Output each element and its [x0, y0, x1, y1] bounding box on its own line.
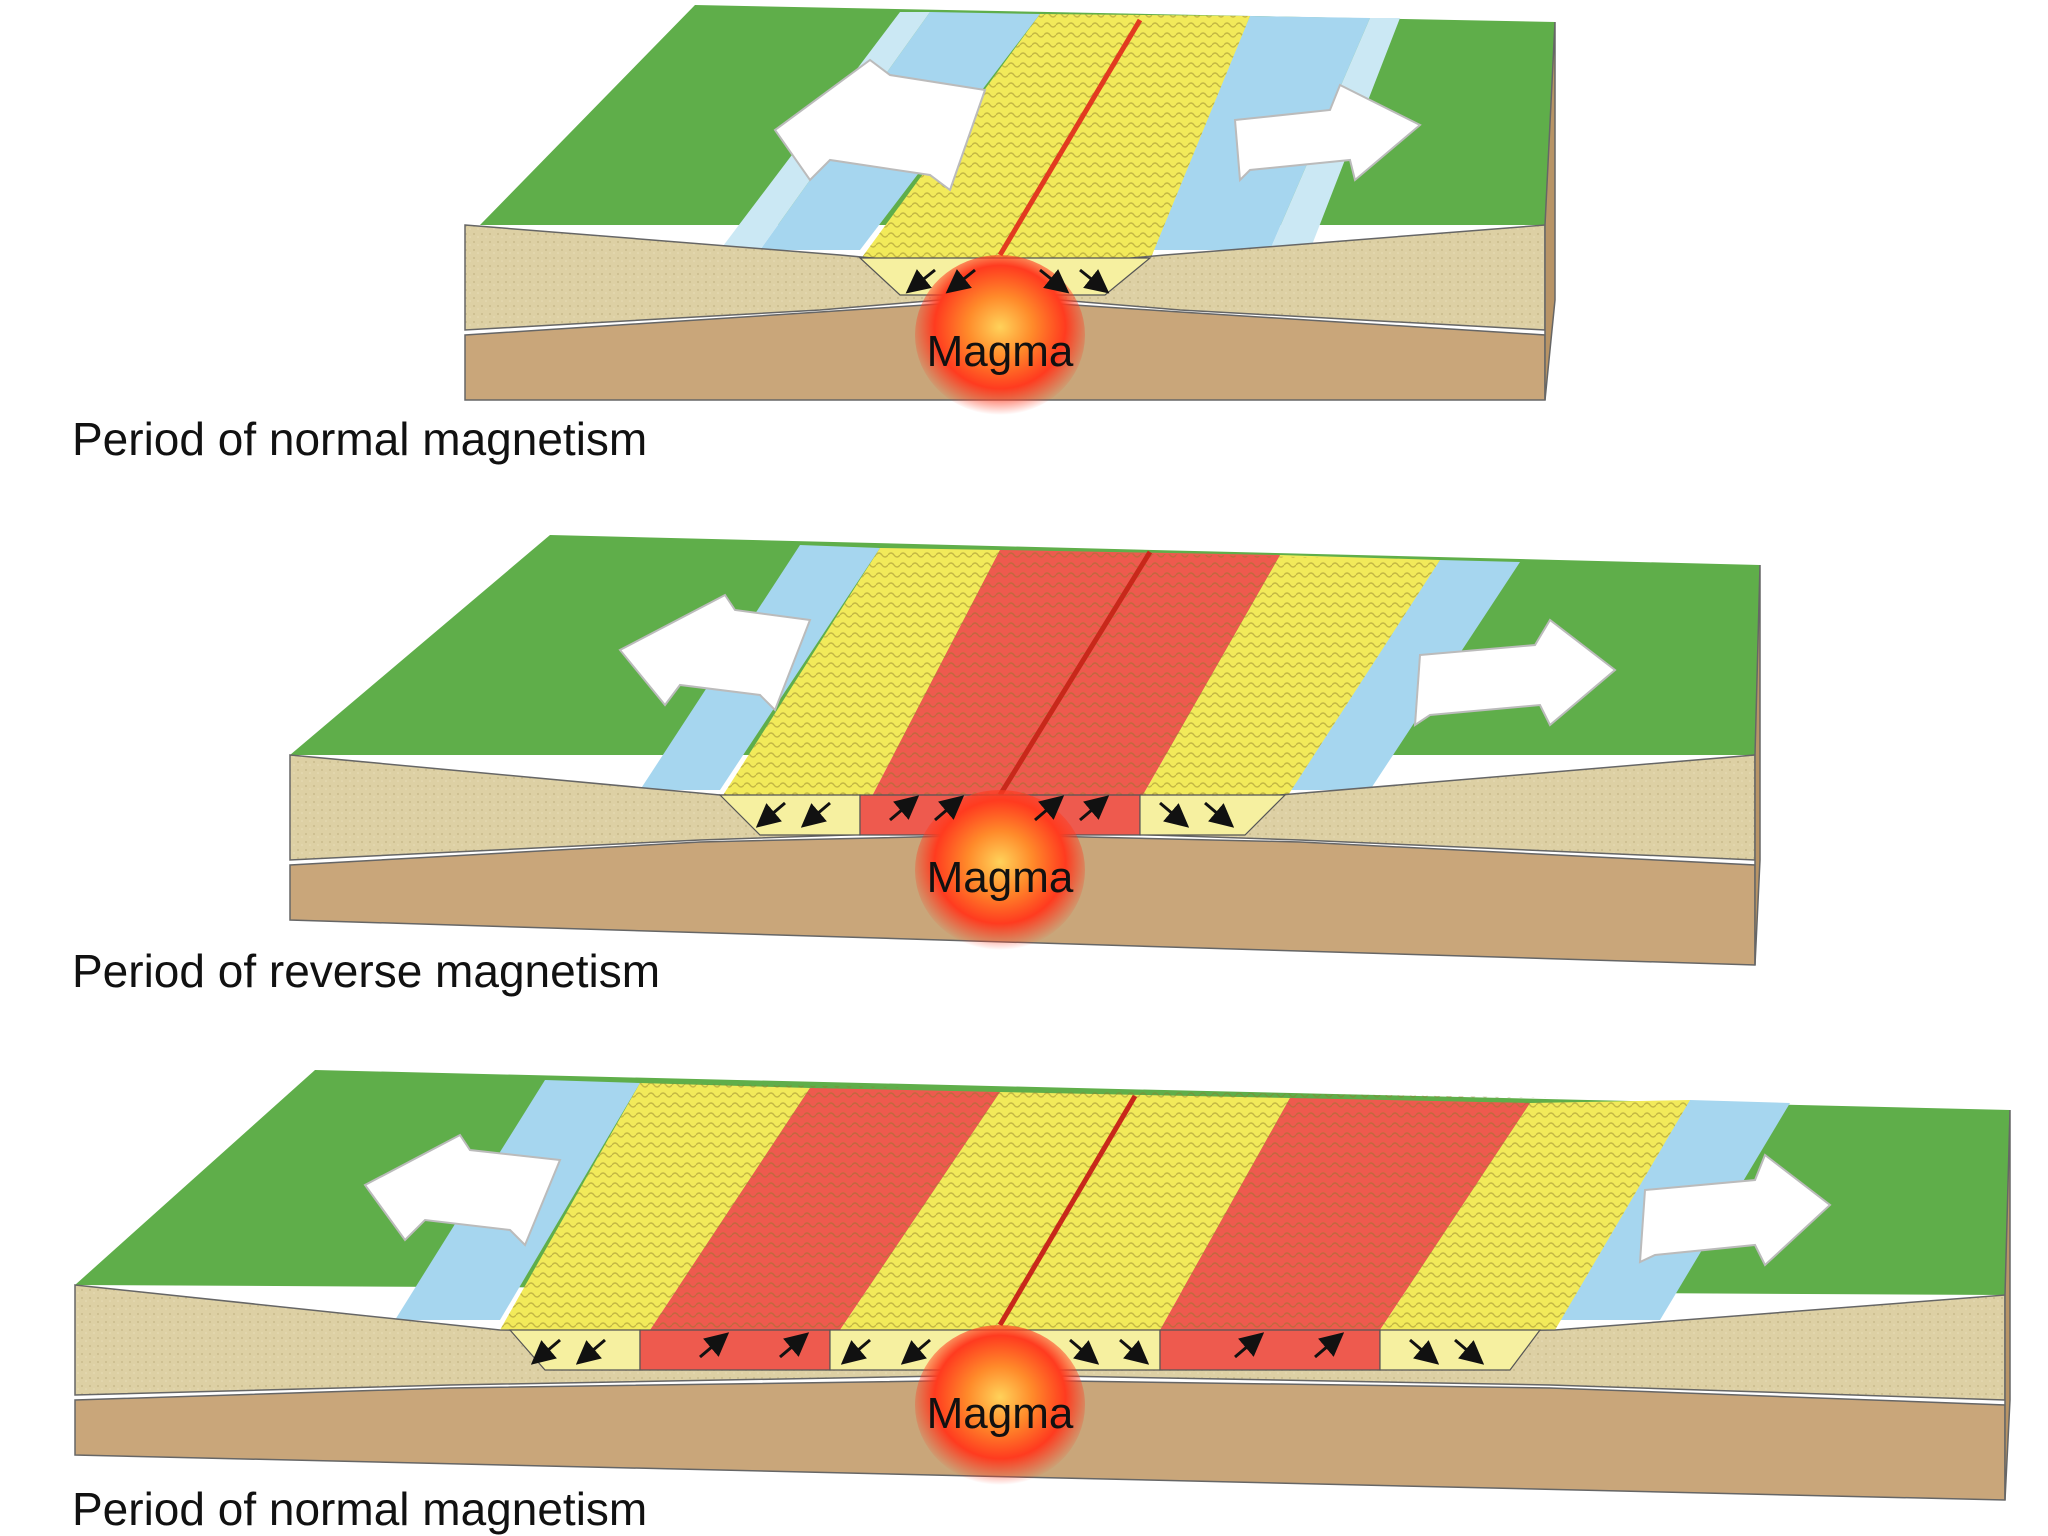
panel-2-spread-arrow-left	[618, 593, 812, 712]
panel-2: Magma	[289, 535, 1761, 966]
panel-2-spread-arrow-right	[1413, 618, 1617, 727]
panel-3-new-crust-reverse-left	[639, 1329, 831, 1371]
panel-2-side-face	[1754, 564, 1761, 966]
panel-2-magma-glow	[915, 790, 1085, 950]
panel-1-spread-arrow-left	[773, 58, 987, 192]
panel-3-magma-glow	[915, 1325, 1085, 1485]
panel-2-magma-label: Magma	[927, 853, 1074, 902]
panel-1-caption: Period of normal magnetism	[72, 413, 648, 465]
panel-3-spread-arrow-left	[363, 1133, 562, 1247]
panel-1-spread-arrow-right	[1233, 83, 1422, 183]
panel-2-water-right	[1285, 560, 1520, 790]
panel-3-polarity-arrows	[530, 1332, 1485, 1365]
panel-1-polarity-arrows	[905, 268, 1110, 294]
panel-2-polarity-arrows	[755, 795, 1235, 828]
panel-3-ridge-axis	[997, 1094, 1138, 1327]
panel-3-caption: Period of normal magnetism	[72, 1483, 648, 1535]
panel-3-magma-label: Magma	[927, 1389, 1074, 1438]
panel-2-ridge-axis	[997, 550, 1153, 797]
panel-1-magma-glow	[915, 255, 1085, 415]
panel-2-caption: Period of reverse magnetism	[72, 945, 661, 997]
panel-1-magma-label: Magma	[927, 327, 1074, 376]
panel-1: Magma	[464, 5, 1556, 415]
panel-3-side-face	[2004, 1109, 2011, 1501]
panel-3: Magma	[74, 1070, 2011, 1501]
panel-3-spread-arrow-right	[1638, 1153, 1832, 1267]
panel-1-side-face	[1544, 21, 1556, 401]
panel-3-new-crust-reverse-right	[1159, 1329, 1381, 1371]
panel-1-ridge-axis	[997, 18, 1143, 257]
